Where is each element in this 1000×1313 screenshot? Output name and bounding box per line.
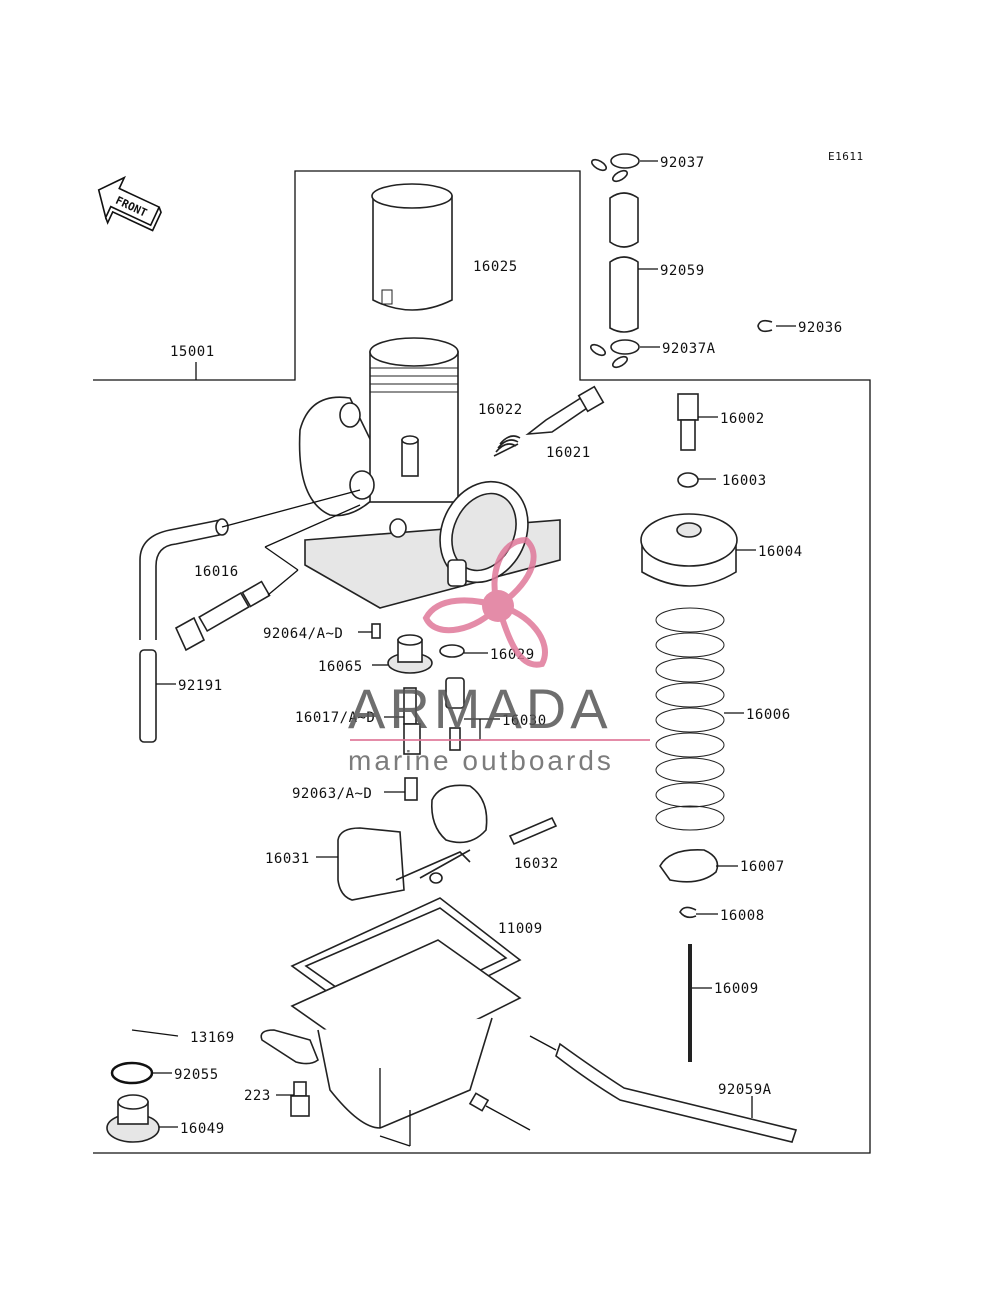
part-label-16016: 16016	[194, 564, 239, 580]
part-label-16008: 16008	[720, 908, 765, 924]
clip-92036-icon	[757, 319, 773, 333]
leader-lines	[131, 160, 796, 1128]
hose-92059-icon	[609, 192, 639, 333]
hose-92191-icon	[139, 489, 361, 743]
spring-16022-icon	[493, 435, 521, 457]
part-labels: 92037 16025 92059 92036 15001 92037A 160…	[170, 155, 843, 1137]
top-cap-16004-icon	[640, 513, 738, 587]
part-label-16017: 16017/A~D	[295, 710, 375, 726]
screw-223-icon	[290, 1081, 310, 1117]
part-label-92055: 92055	[174, 1067, 219, 1083]
clip-92037a-icon	[589, 339, 640, 369]
part-label-16030: 16030	[502, 713, 547, 729]
front-arrow-icon: FRONT	[97, 175, 162, 232]
part-label-16006: 16006	[746, 707, 791, 723]
o-ring-92055-icon	[110, 1061, 154, 1085]
diagram-code: E1611	[828, 150, 864, 163]
part-label-11009: 11009	[498, 921, 543, 937]
washer-16029-icon	[439, 644, 465, 658]
part-label-92059: 92059	[660, 263, 705, 279]
part-label-16002: 16002	[720, 411, 765, 427]
part-label-92191: 92191	[178, 678, 223, 694]
starter-plunger-16016-icon	[174, 504, 361, 652]
hose-92059a-icon	[555, 1042, 798, 1143]
part-label-16009: 16009	[714, 981, 759, 997]
part-label-16065: 16065	[318, 659, 363, 675]
float-16031-icon	[337, 784, 488, 901]
part-label-13169: 13169	[190, 1030, 235, 1046]
part-label-92064: 92064/A~D	[263, 626, 343, 642]
spring-16006-icon	[655, 607, 725, 831]
cap-16002-icon	[677, 393, 699, 451]
part-label-16007: 16007	[740, 859, 785, 875]
part-label-92037a: 92037A	[662, 341, 716, 357]
part-label-92036: 92036	[798, 320, 843, 336]
nut-16003-icon	[677, 472, 699, 488]
part-label-16004: 16004	[758, 544, 803, 560]
part-label-16025: 16025	[473, 259, 518, 275]
part-label-16049: 16049	[180, 1121, 225, 1137]
clip-92037-icon	[590, 153, 640, 183]
bracket-13169-icon	[260, 1029, 319, 1065]
part-label-15001: 15001	[170, 344, 215, 360]
carburetor-body-icon	[298, 337, 561, 609]
part-label-16022: 16022	[478, 402, 523, 418]
part-label-92037: 92037	[660, 155, 705, 171]
part-label-16031: 16031	[265, 851, 310, 867]
watermark: ARMADA marine outboards	[348, 536, 650, 776]
part-label-16003: 16003	[722, 473, 767, 489]
plate-16007-icon	[659, 849, 719, 883]
jet-92064-icon	[371, 623, 381, 639]
float-bowl-icon	[290, 939, 531, 1147]
propeller-icon	[422, 536, 548, 668]
part-label-16021: 16021	[546, 445, 591, 461]
clip-16008-icon	[679, 906, 697, 919]
part-label-92063: 92063/A~D	[292, 786, 372, 802]
part-label-16032: 16032	[514, 856, 559, 872]
drain-plug-16049-icon	[106, 1094, 160, 1143]
main-jet-16017-icon	[403, 687, 421, 755]
holder-16065-icon	[387, 634, 433, 674]
air-screw-16021-icon	[525, 385, 605, 436]
assembly-frame	[93, 170, 871, 1154]
pin-16032-icon	[508, 816, 558, 846]
jet-92063-icon	[404, 777, 418, 801]
part-label-92059a: 92059A	[718, 1082, 772, 1098]
watermark-brand: ARMADA	[348, 677, 612, 740]
throttle-slide-16025-icon	[371, 183, 453, 311]
part-label-223: 223	[244, 1088, 271, 1104]
watermark-tagline: marine outboards	[348, 745, 614, 776]
